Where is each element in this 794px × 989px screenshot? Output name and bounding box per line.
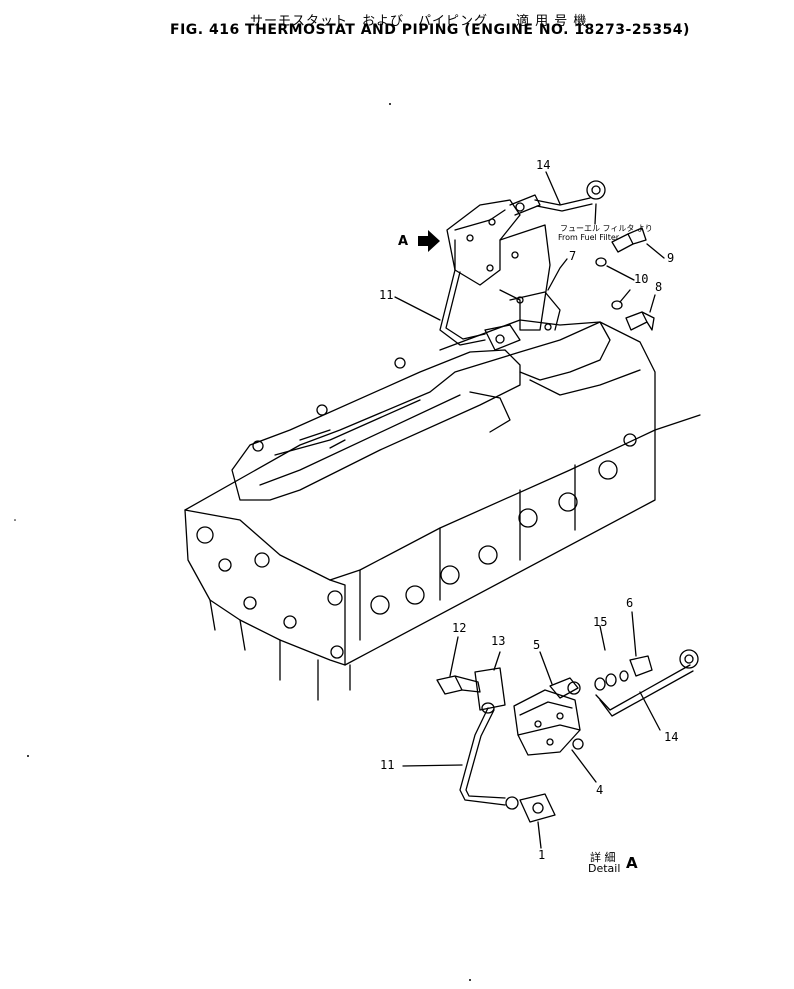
leader-10 — [606, 265, 635, 281]
engine-block-front — [184, 509, 346, 666]
view-a-arrow — [418, 230, 440, 252]
fuel-filter-note: From Fuel Filter — [558, 233, 620, 242]
fuel-filter-note-japanese: フューエル フィルタ より — [560, 224, 653, 233]
callout-6: 6 — [626, 596, 634, 610]
leader-14-bottom — [639, 691, 661, 731]
pipe-11-lower — [459, 707, 506, 806]
figure-title-japanese: サーモスタット および パイピング 適 用 号 機 — [250, 14, 588, 29]
figure-title: FIG. 416 THERMOSTAT AND PIPING (ENGINE N… — [170, 22, 690, 38]
detail-label-japanese: 詳 細 — [590, 851, 616, 864]
callout-4: 4 — [596, 783, 604, 797]
leader-7 — [547, 258, 568, 291]
leader-12 — [449, 636, 459, 677]
view-marker-a: A — [398, 234, 409, 249]
callout-15: 15 — [593, 615, 608, 629]
detail-label: Detail — [588, 862, 621, 875]
callout-7: 7 — [569, 249, 577, 263]
callout-9: 9 — [667, 251, 675, 265]
leader-4 — [571, 749, 597, 783]
bracket — [499, 224, 551, 331]
leader-8 — [649, 294, 656, 313]
leader-11-top — [394, 296, 441, 321]
pipe-11-upper — [439, 269, 486, 346]
gasket-13 — [474, 667, 506, 711]
leader-5 — [539, 651, 553, 685]
bolt-12 — [436, 675, 463, 695]
leader-13 — [493, 651, 501, 671]
callout-10: 10 — [634, 272, 649, 286]
bolt-8 — [625, 311, 648, 331]
leader-9 — [646, 243, 665, 259]
rocker-cover — [231, 349, 521, 501]
pipe-14-lower — [595, 664, 691, 711]
leader-15 — [599, 625, 606, 651]
sensor-5 — [549, 677, 579, 699]
callout-14-top: 14 — [536, 158, 551, 172]
callout-11-top: 11 — [379, 288, 394, 302]
leader-14-top — [545, 171, 561, 205]
from-fuel-filter-arrow — [594, 203, 597, 225]
pipe-14-upper — [534, 197, 591, 206]
callout-8: 8 — [655, 280, 663, 294]
callout-1: 1 — [538, 848, 546, 862]
leader-6 — [631, 611, 637, 657]
callout-12: 12 — [452, 621, 467, 635]
callout-11-bottom: 11 — [380, 758, 395, 772]
union-fitting-1 — [519, 793, 556, 823]
callout-13: 13 — [491, 634, 506, 648]
engine-block-top — [184, 321, 656, 581]
lower-thermostat-housing — [513, 689, 581, 756]
leader-1 — [537, 821, 542, 849]
callout-14-bottom: 14 — [664, 730, 679, 744]
detail-letter: A — [626, 854, 638, 872]
nut-6 — [629, 655, 653, 677]
callout-5: 5 — [533, 638, 541, 652]
upper-thermostat-housing — [446, 199, 521, 286]
leader-11-bottom — [402, 764, 463, 767]
